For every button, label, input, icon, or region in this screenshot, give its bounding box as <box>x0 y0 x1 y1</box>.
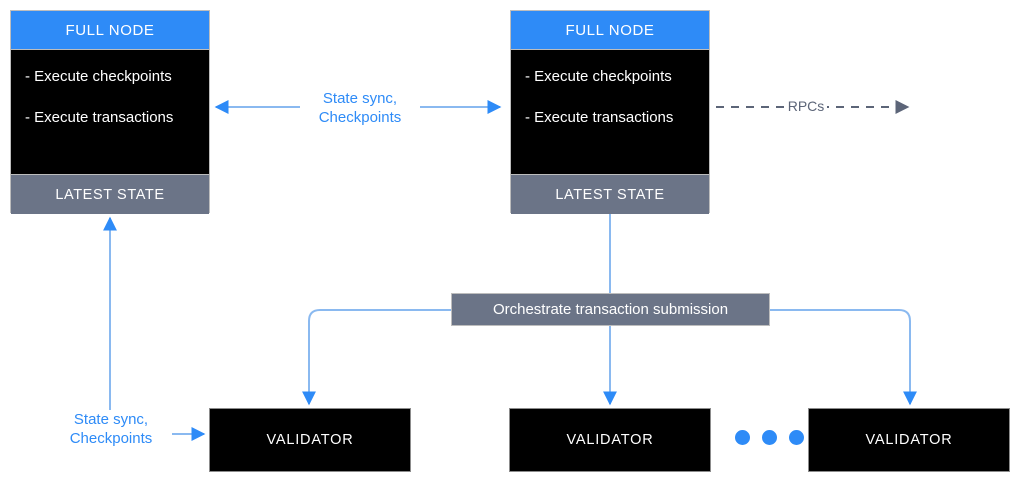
ellipsis-dot-1 <box>735 430 750 445</box>
ellipsis-dot-2 <box>762 430 777 445</box>
validator-1[interactable]: VALIDATOR <box>209 408 411 472</box>
edge-label-state-sync-between-nodes: State sync, Checkpoints <box>300 89 420 127</box>
full-node-left-bullet-2: - Execute transactions <box>25 109 174 126</box>
orchestrate-label: Orchestrate transaction submission <box>492 301 729 318</box>
full-node-left-body: - Execute checkpoints - Execute transact… <box>11 50 209 174</box>
full-node-right-latest-state: LATEST STATE <box>511 174 709 214</box>
validator-3[interactable]: VALIDATOR <box>808 408 1010 472</box>
validator-2[interactable]: VALIDATOR <box>509 408 711 472</box>
validator-ellipsis <box>735 430 804 445</box>
full-node-right[interactable]: FULL NODE - Execute checkpoints - Execut… <box>510 10 710 214</box>
ellipsis-dot-3 <box>789 430 804 445</box>
full-node-left[interactable]: FULL NODE - Execute checkpoints - Execut… <box>10 10 210 214</box>
validator-3-label: VALIDATOR <box>865 432 953 448</box>
full-node-left-bullet-1: - Execute checkpoints <box>25 68 172 85</box>
full-node-left-header: FULL NODE <box>11 11 209 50</box>
full-node-right-header: FULL NODE <box>511 11 709 50</box>
full-node-right-body: - Execute checkpoints - Execute transact… <box>511 50 709 174</box>
edge-label-rpcs: RPCs <box>785 97 827 115</box>
orchestrate-transaction-submission-box[interactable]: Orchestrate transaction submission <box>451 293 770 326</box>
full-node-right-bullet-1: - Execute checkpoints <box>525 68 672 85</box>
full-node-left-latest-state: LATEST STATE <box>11 174 209 214</box>
validator-2-label: VALIDATOR <box>566 432 654 448</box>
validator-1-label: VALIDATOR <box>266 432 354 448</box>
full-node-right-bullet-2: - Execute transactions <box>525 109 674 126</box>
edge-label-state-sync-to-left-node: State sync, Checkpoints <box>50 410 172 448</box>
edge-orchestrator-to-validator-1 <box>302 309 451 406</box>
edge-orchestrator-to-validator-3 <box>770 309 917 406</box>
